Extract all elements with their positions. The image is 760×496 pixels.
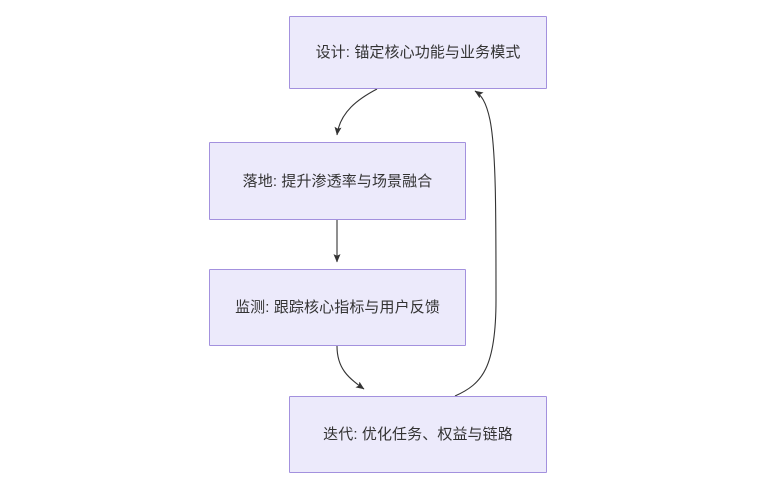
- edge-monitor-to-iterate: [336, 345, 365, 390]
- flow-node-design[interactable]: 设计: 锚定核心功能与业务模式: [289, 16, 547, 89]
- flow-node-monitor[interactable]: 监测: 跟踪核心指标与用户反馈: [209, 269, 466, 346]
- flow-node-iterate-label: 迭代: 优化任务、权益与链路: [323, 426, 513, 443]
- flow-node-monitor-label: 监测: 跟踪核心指标与用户反馈: [235, 299, 440, 316]
- flow-node-design-label: 设计: 锚定核心功能与业务模式: [315, 44, 521, 61]
- edge-design-to-landing: [334, 88, 378, 136]
- flow-node-landing-label: 落地: 提升渗透率与场景融合: [242, 172, 433, 190]
- flow-node-landing[interactable]: 落地: 提升渗透率与场景融合: [209, 142, 466, 220]
- flow-node-iterate[interactable]: 迭代: 优化任务、权益与链路: [289, 396, 547, 473]
- edge-iterate-to-design: [454, 90, 497, 397]
